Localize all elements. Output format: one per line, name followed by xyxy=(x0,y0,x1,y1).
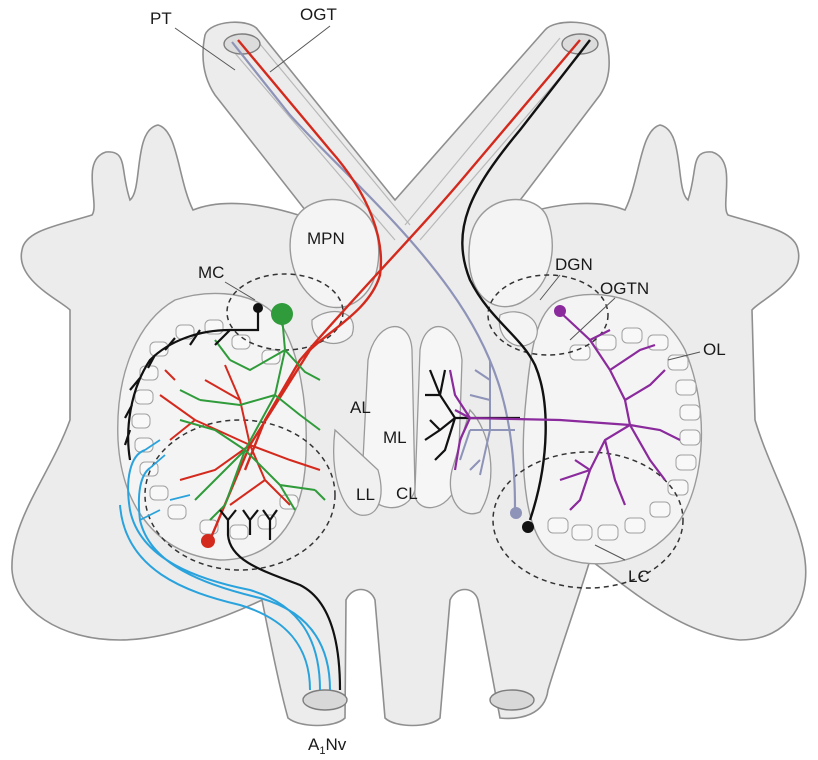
right-nerve-opening xyxy=(490,690,534,710)
purple-soma xyxy=(554,305,566,317)
label-cl: CL xyxy=(396,484,418,503)
label-ml: ML xyxy=(383,428,407,447)
black-soma-right xyxy=(522,521,534,533)
red-soma xyxy=(201,534,215,548)
label-mc: MC xyxy=(198,263,224,282)
label-lc: LC xyxy=(628,567,650,586)
label-ll: LL xyxy=(356,485,375,504)
label-al: AL xyxy=(350,398,371,417)
green-soma xyxy=(271,303,293,325)
gray-blue-soma xyxy=(510,507,522,519)
label-dgn: DGN xyxy=(555,255,593,274)
label-mpn: MPN xyxy=(307,229,345,248)
left-nerve-opening xyxy=(303,690,347,710)
black-soma-mc xyxy=(253,303,263,313)
label-a1nv: A1Nv xyxy=(308,735,347,757)
label-a1nv-suffix: Nv xyxy=(325,735,346,754)
label-pt: PT xyxy=(150,9,172,28)
label-ogtn: OGTN xyxy=(600,279,649,298)
label-ol: OL xyxy=(703,340,726,359)
label-ogt: OGT xyxy=(300,5,337,24)
label-a1nv-prefix: A xyxy=(308,735,320,754)
